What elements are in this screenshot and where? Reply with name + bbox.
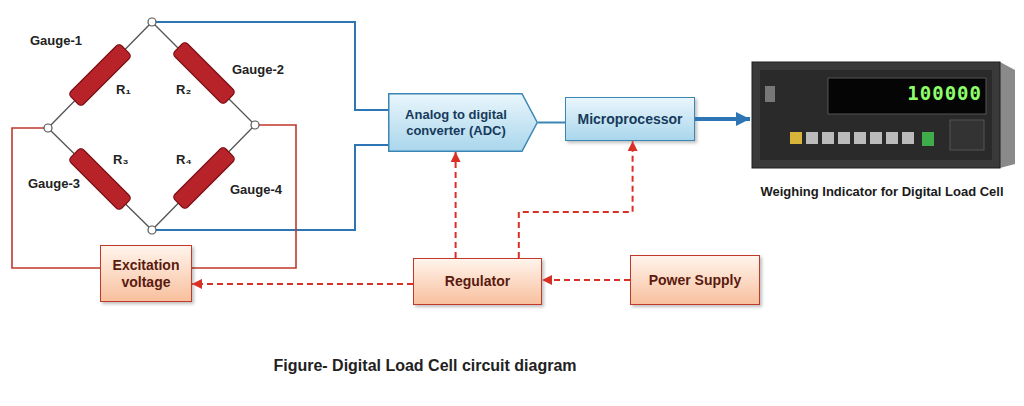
node-text: Analog to digital converter (ADC): [388, 107, 538, 139]
device-button: [806, 132, 818, 144]
gauge-label: Gauge-3: [28, 176, 80, 191]
supply-box: Power Supply: [630, 255, 760, 305]
power-line: [542, 279, 630, 281]
device-display: [828, 78, 986, 114]
device-side: [1000, 62, 1015, 168]
junction-dot: [44, 124, 52, 132]
supply-box: Regulator: [413, 258, 542, 305]
node-text: 100000: [862, 82, 982, 104]
junction-dot: [251, 121, 259, 129]
excitation-wire: [12, 128, 100, 268]
device-button: [790, 132, 802, 144]
bridge-arm: [48, 22, 255, 230]
process-box: Microprocessor: [565, 97, 695, 141]
junction-dot: [148, 18, 156, 26]
device-button: [902, 132, 914, 144]
figure-caption: Figure- Digital Load Cell circuit diagra…: [175, 357, 675, 375]
signal-arrow: [538, 122, 565, 124]
device-vent: [950, 120, 984, 150]
converter-box: Analog to digital converter (ADC): [388, 93, 538, 152]
device-button: [838, 132, 850, 144]
gauge-label: Gauge-4: [230, 182, 282, 197]
device-button: [922, 132, 934, 146]
device-button: [870, 132, 882, 144]
resistor-label: R₁: [116, 82, 131, 97]
power-switch: [765, 86, 775, 102]
power-line: [192, 283, 413, 285]
gauge-label: Gauge-2: [232, 62, 284, 77]
gauge-label: Gauge-1: [30, 33, 82, 48]
signal-wires: [156, 22, 388, 230]
supply-box: Excitation voltage: [100, 245, 192, 302]
device-button: [854, 132, 866, 144]
excitation-wire: [192, 125, 296, 268]
indicator-device: 100000Weighing Indicator for Digital Loa…: [750, 60, 1015, 170]
signal-arrow: [695, 117, 750, 121]
resistor-label: R₂: [176, 82, 191, 97]
power-line: [455, 152, 457, 258]
bridge-wires: [48, 22, 255, 230]
device-front: [752, 62, 1000, 168]
power-line: [519, 141, 633, 258]
device-button: [886, 132, 898, 144]
resistor-symbol: [172, 146, 236, 210]
resistor-label: R₃: [113, 152, 128, 167]
device-panel: [760, 70, 992, 160]
signal-wire: [156, 145, 388, 230]
resistor-symbol: [172, 41, 236, 105]
indicator-illustration: [752, 62, 1015, 168]
signal-wire: [156, 22, 388, 110]
junction-dot: [148, 226, 156, 234]
resistor-label: R₄: [176, 152, 192, 167]
node-text: Regulator: [445, 273, 510, 290]
strain-gauges: [68, 41, 236, 211]
node-caption: Weighing Indicator for Digital Load Cell: [742, 184, 1022, 199]
resistor-symbol: [68, 43, 132, 107]
device-button: [822, 132, 834, 144]
converter-shape: [389, 94, 538, 152]
node-text: Power Supply: [649, 272, 742, 289]
node-text: Excitation voltage: [101, 257, 191, 291]
bridge-junctions: [44, 18, 259, 234]
node-text: Microprocessor: [577, 111, 682, 127]
